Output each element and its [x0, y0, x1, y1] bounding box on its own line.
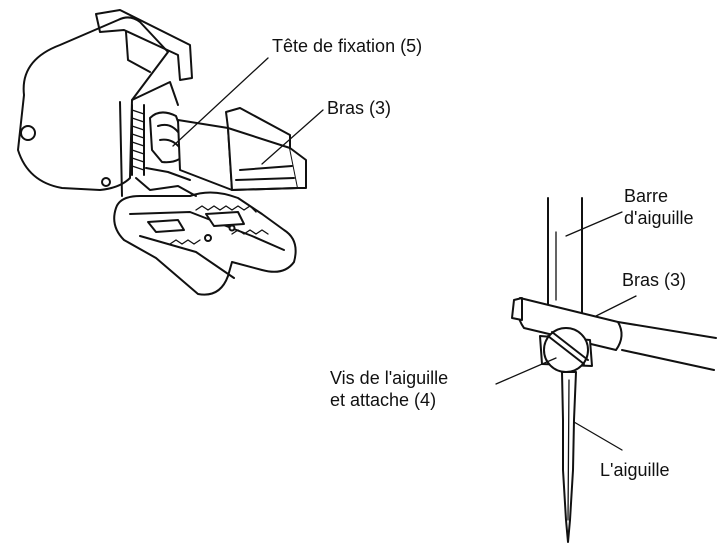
label-aiguille: L'aiguille: [600, 460, 670, 480]
leader-bras-foot: [261, 109, 324, 165]
presser-foot-sole: [113, 191, 297, 296]
needle-assembly-illustration: [511, 197, 717, 543]
leader-vis: [495, 357, 557, 385]
coil-spring: [131, 104, 145, 176]
foot-housing: [17, 16, 169, 191]
leader-barre: [565, 211, 623, 237]
label-bras-needle: Bras (3): [622, 270, 686, 290]
label-bras-foot: Bras (3): [327, 98, 391, 118]
leader-tete-fixation: [172, 57, 269, 147]
label-vis-line2: et attache (4): [330, 390, 436, 410]
leader-aiguille: [573, 421, 623, 451]
walking-foot-illustration: [17, 9, 307, 296]
leader-bras-needle: [595, 295, 637, 317]
label-barre-line1: Barre: [624, 186, 668, 206]
housing-screw-icon: [20, 125, 36, 141]
label-barre-line2: d'aiguille: [624, 208, 694, 228]
label-vis-line1: Vis de l'aiguille: [330, 368, 448, 388]
forked-arm: [177, 107, 307, 191]
label-tete-fixation: Tête de fixation (5): [272, 36, 422, 56]
